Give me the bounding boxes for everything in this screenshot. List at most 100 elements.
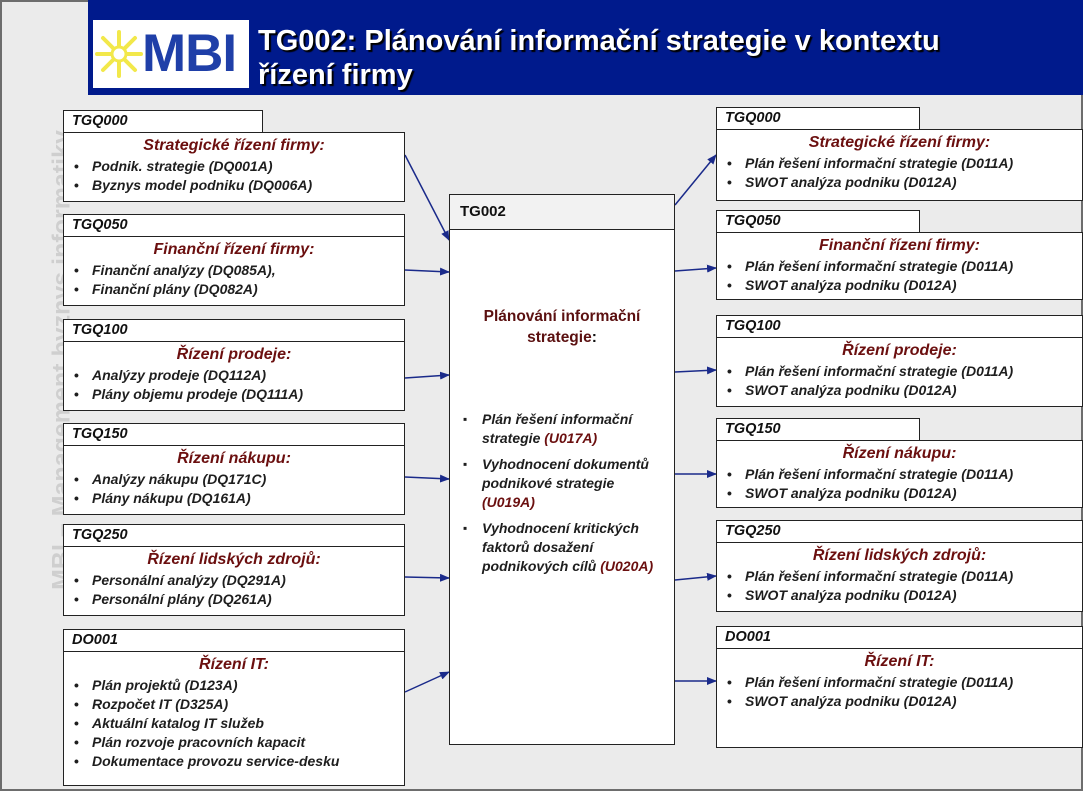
input-box-name: Strategické řízení firmy: <box>143 137 325 154</box>
arrow-in-4 <box>404 474 450 483</box>
arrow-in-1 <box>404 154 450 241</box>
center-title-line-2: strategie: <box>450 327 674 348</box>
center-box-header: TG002 <box>449 194 675 230</box>
input-box-name: Řízení IT: <box>199 656 269 673</box>
center-title-text: strategie <box>527 329 592 346</box>
input-box-code: DO001 <box>63 629 405 652</box>
output-box-code: TGQ000 <box>716 107 920 130</box>
input-box-list: Plán projektů (D123A) Rozpočet IT (D325A… <box>64 676 404 771</box>
list-item: Plán řešení informační strategie (D011A) <box>717 567 1082 586</box>
input-box-list: Personální analýzy (DQ291A) Personální p… <box>64 571 404 609</box>
center-item-text: Vyhodnocení kritických faktorů dosažení … <box>482 520 639 574</box>
list-item: Personální plány (DQ261A) <box>64 590 404 609</box>
list-item: Personální analýzy (DQ291A) <box>64 571 404 590</box>
list-item: SWOT analýza podniku (D012A) <box>717 381 1082 400</box>
output-box-name: Řízení IT: <box>864 653 935 670</box>
input-box-code: TGQ050 <box>63 214 405 237</box>
list-item: Byznys model podniku (DQ006A) <box>64 176 404 195</box>
arrow-out-1 <box>674 154 717 206</box>
list-item: Plán řešení informační strategie (D011A) <box>717 257 1082 276</box>
output-box-tgq100: TGQ100 Řízení prodeje: Plán řešení infor… <box>716 315 1083 407</box>
list-item: Plány nákupu (DQ161A) <box>64 489 404 508</box>
input-box-tgq100: TGQ100 Řízení prodeje: Analýzy prodeje (… <box>63 319 405 411</box>
list-item: Plány objemu prodeje (DQ111A) <box>64 385 404 404</box>
center-list-item: Vyhodnocení kritických faktorů dosažení … <box>462 519 667 576</box>
input-box-name: Řízení nákupu: <box>177 450 291 467</box>
list-item: Plán projektů (D123A) <box>64 676 404 695</box>
output-box-tgq000: TGQ000 Strategické řízení firmy: Plán ře… <box>716 107 1083 201</box>
output-box-list: Plán řešení informační strategie (D011A)… <box>717 154 1082 192</box>
input-box-list: Finanční analýzy (DQ085A), Finanční plán… <box>64 261 404 299</box>
list-item: SWOT analýza podniku (D012A) <box>717 692 1082 711</box>
input-box-code: TGQ250 <box>63 524 405 547</box>
input-box-tgq250: TGQ250 Řízení lidských zdrojů: Personáln… <box>63 524 405 616</box>
center-item-code: (U020A) <box>600 558 654 574</box>
list-item: Finanční analýzy (DQ085A), <box>64 261 404 280</box>
output-box-name: Řízení lidských zdrojů: <box>812 547 987 564</box>
list-item: Analýzy nákupu (DQ171C) <box>64 470 404 489</box>
center-item-text: Plán řešení informační strategie <box>482 411 633 446</box>
input-box-list: Analýzy nákupu (DQ171C) Plány nákupu (DQ… <box>64 470 404 508</box>
input-box-list: Podnik. strategie (DQ001A) Byznys model … <box>64 157 404 195</box>
list-item: SWOT analýza podniku (D012A) <box>717 173 1082 192</box>
input-box-tgq050: TGQ050 Finanční řízení firmy: Finanční a… <box>63 214 405 306</box>
list-item: Dokumentace provozu service-desku <box>64 752 404 771</box>
output-box-name: Řízení prodeje: <box>842 342 957 359</box>
center-list: Plán řešení informační strategie (U017A)… <box>462 410 667 583</box>
title-line-2: řízení firmy <box>258 59 413 91</box>
output-box-code: TGQ150 <box>716 418 920 441</box>
output-box-list: Plán řešení informační strategie (D011A)… <box>717 257 1082 295</box>
center-item-text: Vyhodnocení dokumentů podnikové strategi… <box>482 456 649 491</box>
output-box-list: Plán řešení informační strategie (D011A)… <box>717 465 1082 503</box>
output-box-code: DO001 <box>716 626 1083 649</box>
input-box-name: Řízení lidských zdrojů: <box>147 551 321 568</box>
list-item: Plán rozvoje pracovních kapacit <box>64 733 404 752</box>
center-box: Plánování informační strategie: Plán řeš… <box>449 229 675 745</box>
list-item: Plán řešení informační strategie (D011A) <box>717 362 1082 381</box>
center-title-line-1: Plánování informační <box>483 308 641 325</box>
arrow-in-3 <box>404 371 450 380</box>
list-item: SWOT analýza podniku (D012A) <box>717 586 1082 605</box>
center-list-item: Vyhodnocení dokumentů podnikové strategi… <box>462 455 667 512</box>
list-item: Finanční plány (DQ082A) <box>64 280 404 299</box>
arrow-in-5 <box>404 573 450 582</box>
arrow-in-6 <box>404 671 450 693</box>
center-item-code: (U019A) <box>482 494 535 510</box>
input-box-code: TGQ100 <box>63 319 405 342</box>
output-box-tgq050: TGQ050 Finanční řízení firmy: Plán řešen… <box>716 210 1083 300</box>
list-item: SWOT analýza podniku (D012A) <box>717 484 1082 503</box>
center-title-colon: : <box>591 329 597 346</box>
list-item: Plán řešení informační strategie (D011A) <box>717 465 1082 484</box>
list-item: Plán řešení informační strategie (D011A) <box>717 154 1082 173</box>
output-box-list: Plán řešení informační strategie (D011A)… <box>717 567 1082 605</box>
arrow-in-2 <box>404 267 450 276</box>
logo-text: MBI <box>142 24 237 83</box>
header-bar <box>88 0 1083 95</box>
input-box-code: TGQ000 <box>63 110 263 133</box>
input-box-tgq000: TGQ000 Strategické řízení firmy: Podnik.… <box>63 110 405 202</box>
output-box-tgq250: TGQ250 Řízení lidských zdrojů: Plán řeše… <box>716 520 1083 612</box>
list-item: Analýzy prodeje (DQ112A) <box>64 366 404 385</box>
input-box-code: TGQ150 <box>63 423 405 446</box>
input-box-name: Finanční řízení firmy: <box>153 241 315 258</box>
input-box-do001: DO001 Řízení IT: Plán projektů (D123A) R… <box>63 629 405 786</box>
sun-icon <box>95 30 143 78</box>
center-title: Plánování informační strategie: <box>450 306 674 348</box>
arrow-out-3 <box>674 366 717 375</box>
input-box-tgq150: TGQ150 Řízení nákupu: Analýzy nákupu (DQ… <box>63 423 405 515</box>
output-box-name: Strategické řízení firmy: <box>808 134 991 151</box>
title-line-1: TG002: Plánování informační strategie v … <box>258 25 940 57</box>
list-item: SWOT analýza podniku (D012A) <box>717 276 1082 295</box>
output-box-code: TGQ250 <box>716 520 1083 543</box>
output-box-name: Řízení nákupu: <box>842 445 957 462</box>
output-box-tgq150: TGQ150 Řízení nákupu: Plán řešení inform… <box>716 418 1083 508</box>
arrow-out-5 <box>674 572 717 581</box>
arrow-out-2 <box>674 264 717 273</box>
center-list-item: Plán řešení informační strategie (U017A) <box>462 410 667 448</box>
output-box-list: Plán řešení informační strategie (D011A)… <box>717 673 1082 711</box>
output-box-do001: DO001 Řízení IT: Plán řešení informační … <box>716 626 1083 748</box>
output-box-list: Plán řešení informační strategie (D011A)… <box>717 362 1082 400</box>
output-box-name: Finanční řízení firmy: <box>819 237 980 254</box>
input-box-list: Analýzy prodeje (DQ112A) Plány objemu pr… <box>64 366 404 404</box>
